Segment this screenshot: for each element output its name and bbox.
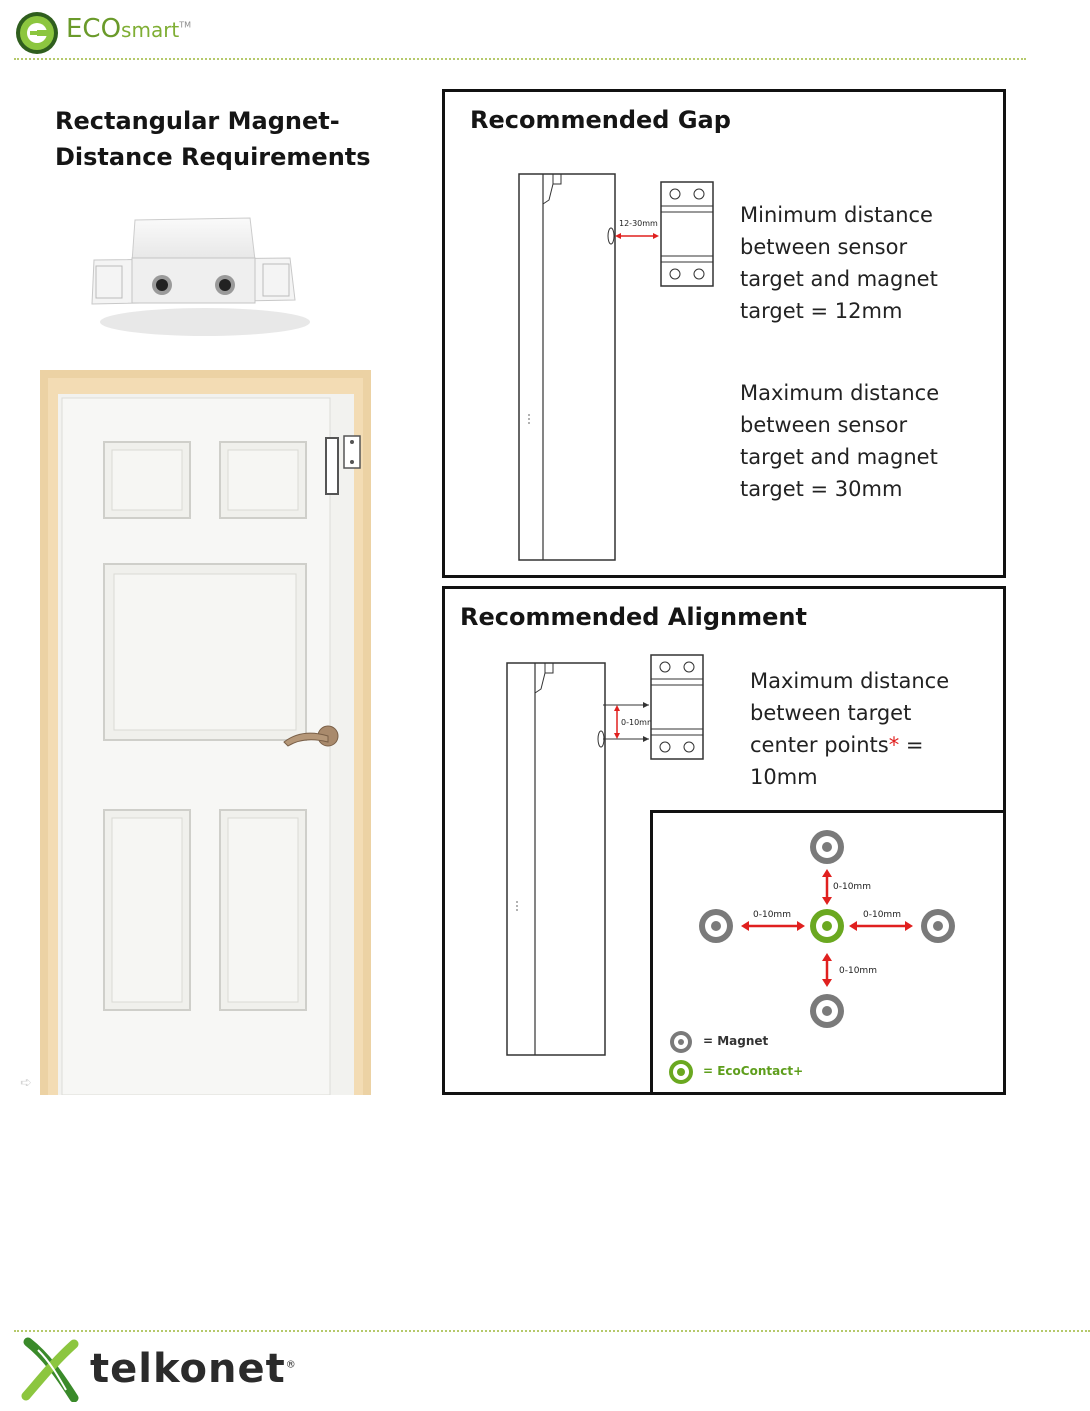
- target-alignment-inset: 0-10mm 0-10mm 0-10mm 0-10mm = Magnet = E…: [650, 810, 1006, 1095]
- label-down: 0-10mm: [839, 966, 877, 976]
- label-left: 0-10mm: [753, 910, 791, 920]
- minimum-distance-text: Minimum distance between sensor target a…: [740, 199, 938, 327]
- label-up: 0-10mm: [833, 882, 871, 892]
- max-text-line: target and magnet: [740, 445, 938, 469]
- gap-diagram: 12-30mm: [518, 173, 714, 561]
- telkonet-logo-icon: [21, 1337, 79, 1402]
- brand-main: ECO: [66, 14, 122, 44]
- max-text-line: target = 30mm: [740, 477, 903, 501]
- legend-ecocontact-label: = EcoContact+: [703, 1064, 804, 1078]
- label-right: 0-10mm: [863, 910, 901, 920]
- min-text-line: between sensor: [740, 235, 908, 259]
- target-diagram: 0-10mm 0-10mm 0-10mm 0-10mm: [669, 830, 955, 1084]
- brand-tm: TM: [179, 20, 192, 30]
- page-title-line1: Rectangular Magnet-: [55, 107, 340, 135]
- equals-text: =: [899, 733, 924, 757]
- gap-panel-title: Recommended Gap: [470, 106, 731, 134]
- maximum-distance-text: Maximum distance between sensor target a…: [740, 377, 939, 505]
- page-title-line2: Distance Requirements: [55, 143, 371, 171]
- alignment-text-line: 10mm: [750, 765, 818, 789]
- gap-dim-label: 12-30mm: [619, 219, 658, 228]
- alignment-description: Maximum distance between target center p…: [750, 665, 949, 793]
- min-text-line: Minimum distance: [740, 203, 933, 227]
- page-title: Rectangular Magnet- Distance Requirement…: [55, 103, 415, 175]
- alignment-text-line: between target: [750, 701, 912, 725]
- alignment-text-line: Maximum distance: [750, 669, 950, 693]
- ecosmart-logo-icon: [16, 12, 58, 54]
- magnet-targets: [699, 830, 955, 1028]
- max-text-line: Maximum distance: [740, 381, 940, 405]
- telkonet-wordmark: telkonet®: [90, 1346, 297, 1392]
- legend-magnet-label: = Magnet: [703, 1034, 769, 1048]
- alignment-text-line: center points* =: [750, 729, 949, 761]
- brand-small: smart: [121, 18, 180, 42]
- header-divider: [14, 58, 1026, 60]
- recommended-gap-panel: Recommended Gap 12-30mm Minimum distance…: [442, 89, 1006, 578]
- alignment-dim-label: 0-10mm: [621, 718, 655, 727]
- company-name: telkonet: [90, 1346, 286, 1392]
- max-text-line: between sensor: [740, 413, 908, 437]
- alignment-diagram: 0-10mm: [506, 654, 704, 1056]
- min-text-line: target = 12mm: [740, 299, 903, 323]
- arrow-icon: ➪: [20, 1075, 32, 1091]
- door-illustration: [40, 370, 371, 1095]
- min-text-line: target and magnet: [740, 267, 938, 291]
- ecosmart-wordmark: ECOsmartTM: [66, 14, 191, 44]
- recommended-alignment-panel: Recommended Alignment 0-10mm Maximum dis…: [442, 586, 1006, 1095]
- alignment-panel-title: Recommended Alignment: [460, 603, 807, 631]
- asterisk-mark: *: [888, 733, 900, 757]
- center-points-text: center points: [750, 733, 889, 757]
- rectangular-magnet-image: [91, 217, 310, 336]
- footer-divider: [14, 1330, 1090, 1332]
- registered-mark: ®: [285, 1359, 297, 1371]
